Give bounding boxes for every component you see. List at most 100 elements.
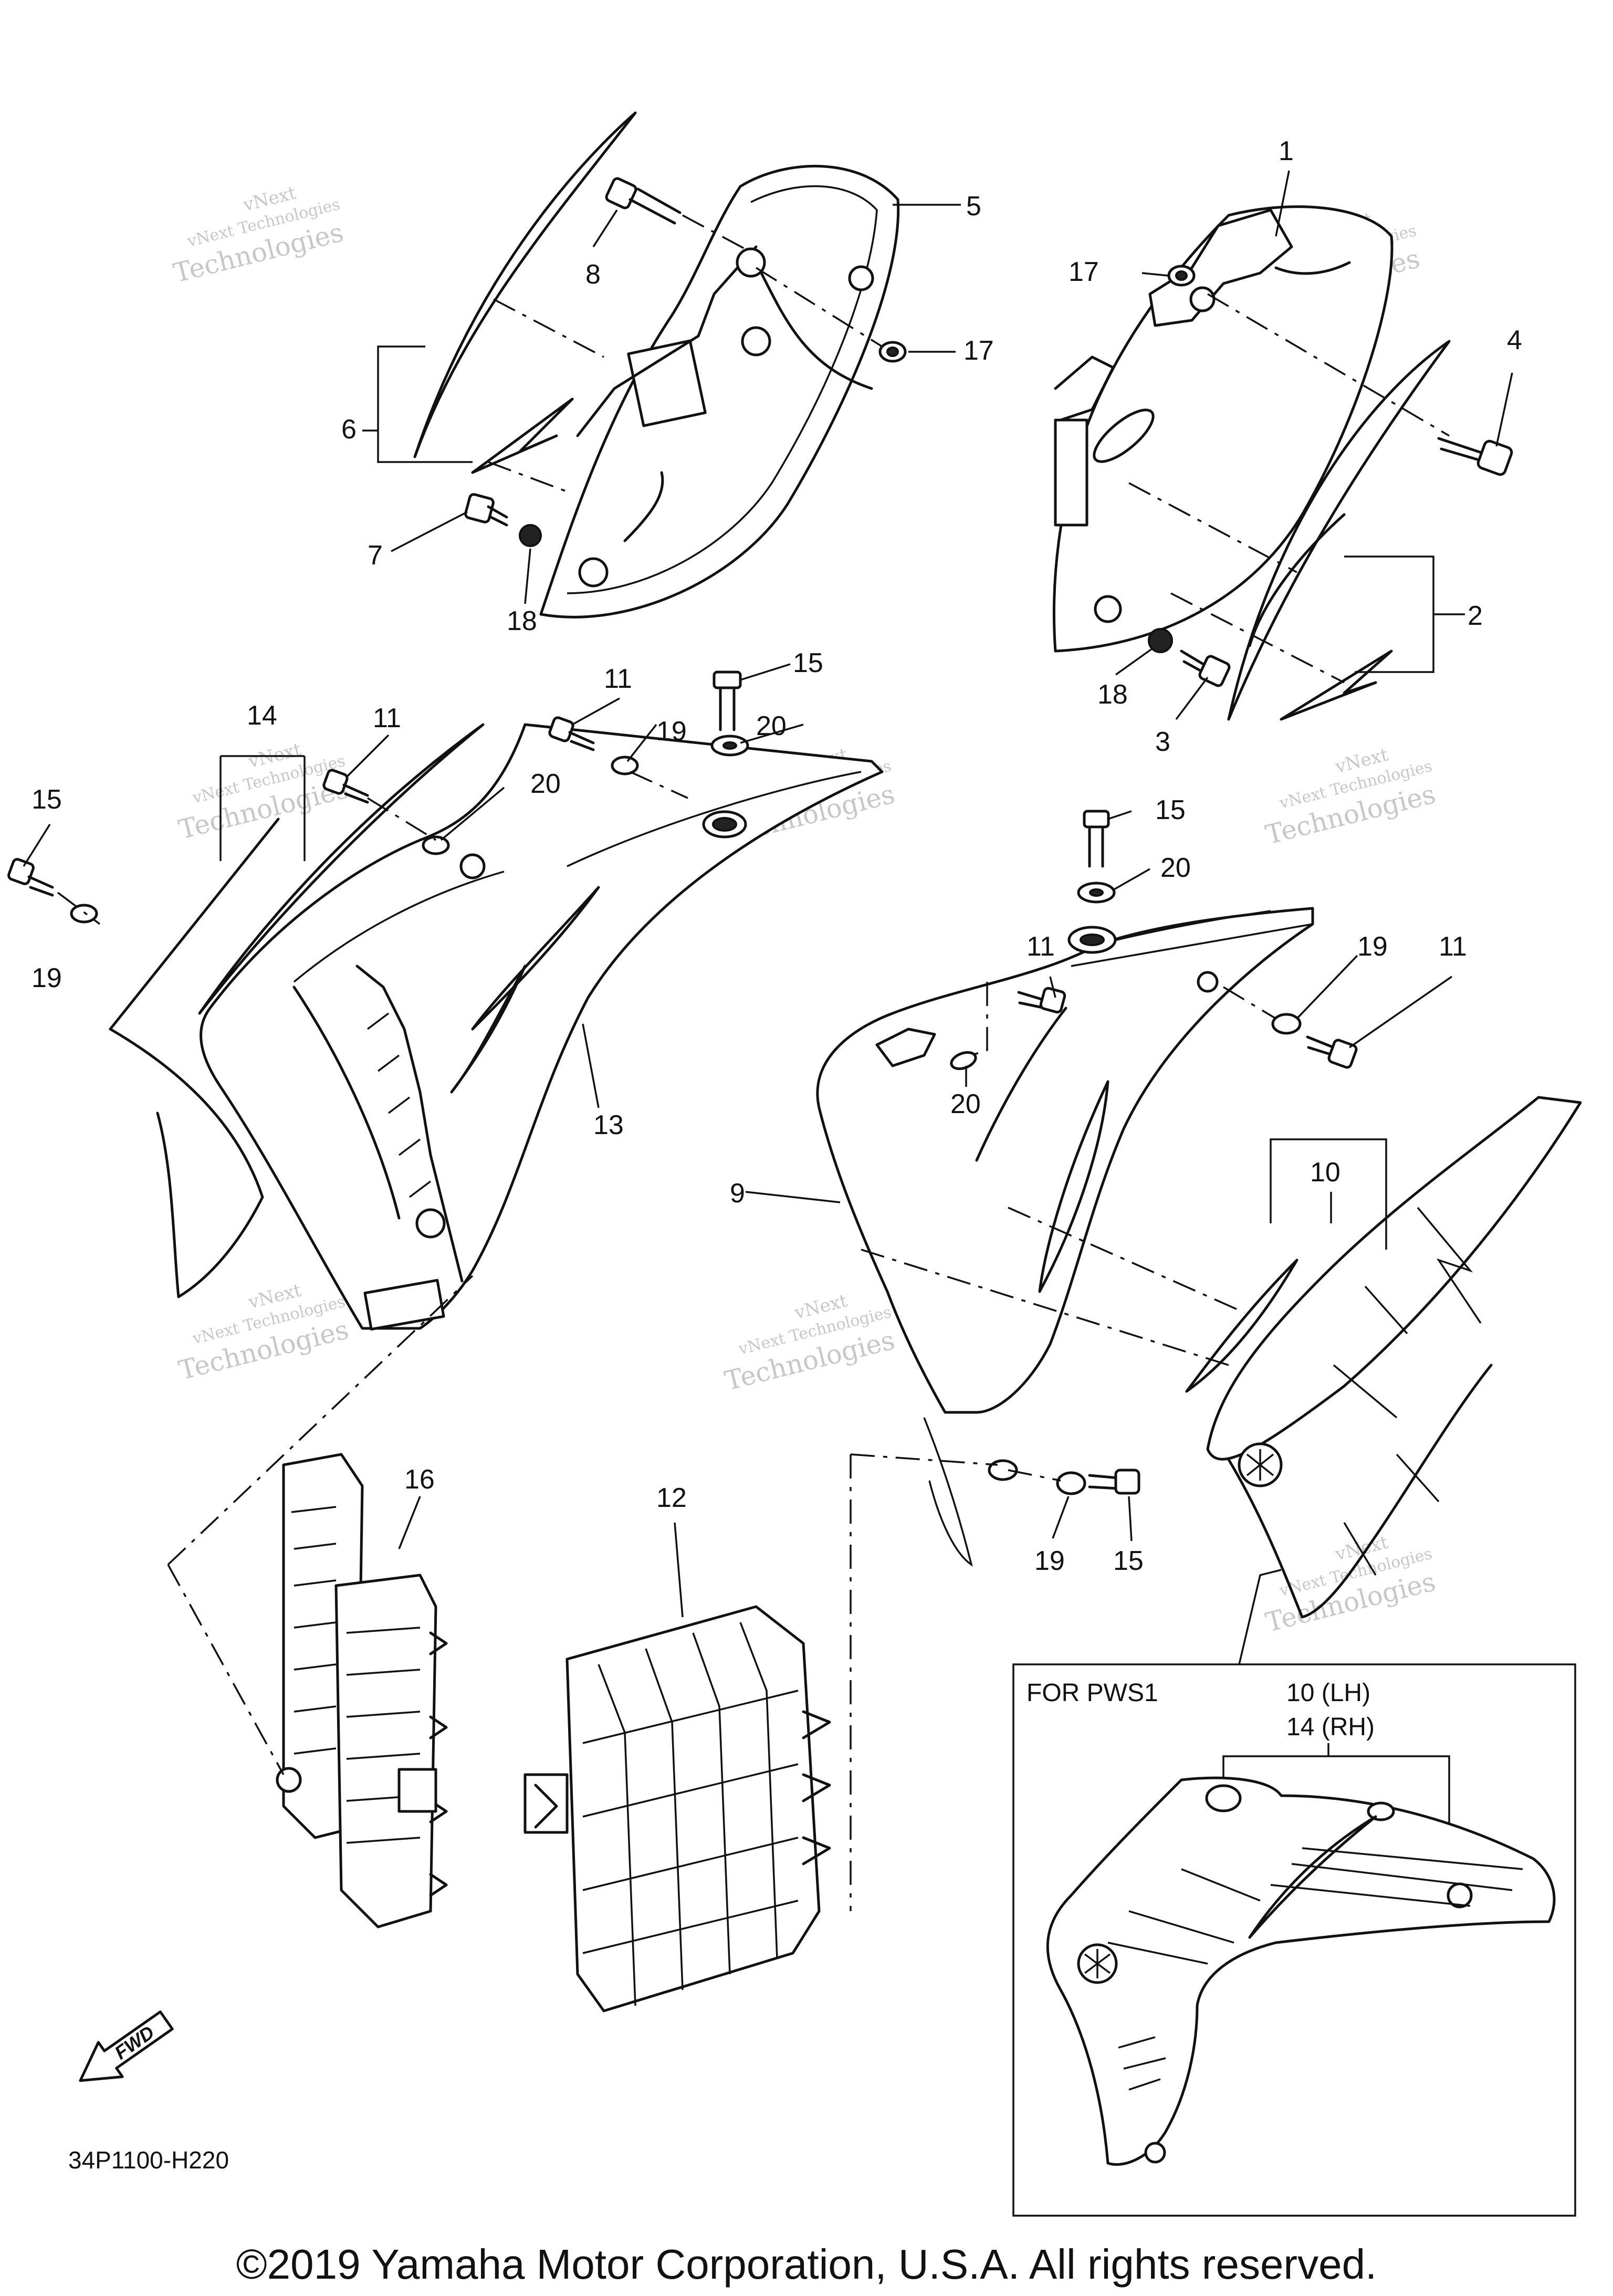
- graphic-6-tip: [471, 397, 574, 474]
- callout-15c: 15: [1155, 795, 1186, 825]
- guide-line: [488, 461, 573, 495]
- louver-12-slats: [582, 1690, 799, 1954]
- shroud-13-hole: [415, 1208, 446, 1239]
- shroud-13-foot: [363, 1278, 445, 1331]
- diagram-code: 34P1100-H220: [68, 2146, 229, 2174]
- callout-11d: 11: [1439, 931, 1467, 962]
- shroud-13-fin: [355, 964, 464, 1283]
- inset-label-rh: 14 (RH): [1286, 1713, 1375, 1741]
- graphic-2-tip: [1280, 649, 1393, 721]
- guide-line: [682, 214, 751, 253]
- inset-graphic-swoosh: [1248, 1815, 1377, 1939]
- side-cover-5-grommet: [736, 247, 766, 278]
- callout-4: 4: [1507, 325, 1522, 355]
- callout-10: 10: [1310, 1157, 1340, 1188]
- washer-20: [422, 835, 450, 855]
- bolt-11: [1017, 987, 1066, 1014]
- callout-15b: 15: [793, 648, 823, 678]
- bolt-15: [1088, 1469, 1140, 1495]
- guide-line: [630, 771, 688, 799]
- bolt-11: [322, 769, 369, 804]
- side-cover-5-slot: [623, 471, 664, 542]
- inset-title: FOR PWS1: [1027, 1679, 1158, 1707]
- watermark: vNext vNext Technologies Technologies: [1263, 744, 1439, 850]
- bolt-3: [1180, 649, 1231, 687]
- inset-mount: [1205, 1784, 1242, 1812]
- watermark: vNext vNext Technologies Technologies: [722, 1290, 898, 1396]
- guide-line: [1008, 1469, 1061, 1482]
- shroud-right-assembly: [816, 810, 1582, 1911]
- callout-11a: 11: [373, 703, 401, 733]
- shroud-13-rib: [366, 1012, 432, 1198]
- side-cover-5-rib: [760, 271, 873, 390]
- bolt-8: [605, 177, 682, 225]
- callout-2: 2: [1468, 601, 1483, 631]
- shroud-9-lower: [923, 1417, 973, 1567]
- callout-20c: 20: [1160, 853, 1191, 883]
- shroud-left-assembly: [7, 670, 884, 1331]
- washer-19: [611, 756, 639, 775]
- callout-19c: 19: [1357, 931, 1388, 962]
- inset-hole: [1144, 2142, 1166, 2164]
- callout-11b: 11: [604, 664, 632, 694]
- side-cover-1-tab-edge: [1054, 355, 1115, 422]
- inset-shroud: [1046, 1776, 1556, 2166]
- side-cover-1-curl: [1274, 261, 1351, 275]
- guide-line: [1008, 1207, 1245, 1314]
- shroud-13-louver: [450, 964, 527, 1094]
- bolt-15: [7, 858, 54, 897]
- inset-pws1: FOR PWS1 10 (LH) 14 (RH): [1012, 1569, 1576, 2217]
- shroud-13: [200, 723, 884, 1330]
- side-cover-left-assembly: [377, 111, 907, 618]
- watermark: vNext vNext Technologies Technologies: [171, 182, 347, 288]
- bolt-11: [548, 716, 595, 751]
- louver-16-hole: [276, 1767, 302, 1793]
- graphic-10-lower: [1227, 1364, 1493, 1619]
- shroud-9: [816, 907, 1314, 1414]
- inset-frame: [1012, 1663, 1576, 2217]
- guide-line: [167, 1564, 285, 1775]
- callout-6: 6: [341, 414, 357, 445]
- louver-16-teeth: [429, 1631, 448, 1897]
- callout-1: 1: [1279, 136, 1294, 166]
- guide-line: [850, 1453, 998, 1466]
- callout-18a: 18: [507, 606, 537, 636]
- graphic-10-decal: [1333, 1207, 1482, 1576]
- callout-3: 3: [1155, 727, 1170, 757]
- guide-line: [1223, 986, 1276, 1020]
- shroud-9-louver: [1038, 1080, 1109, 1293]
- inset-mount: [1367, 1801, 1395, 1821]
- side-cover-5-arm: [576, 245, 758, 437]
- bolt-11: [1306, 1035, 1358, 1069]
- shroud-13-inner: [293, 771, 862, 983]
- shroud-13-hole: [459, 853, 486, 879]
- guide-line: [971, 982, 988, 1056]
- callout-13: 13: [593, 1110, 624, 1140]
- inset-yamaha-logo-forks: [1084, 1949, 1111, 1978]
- callout-11c: 11: [1027, 931, 1055, 962]
- side-cover-right-assembly: [1052, 205, 1513, 721]
- guide-line: [367, 797, 436, 841]
- callouts: 1 2 3 4 5 6 7 8 9 10 11 11 11 11 12 13 1…: [32, 136, 1522, 1576]
- guide-line: [1170, 592, 1345, 684]
- callout-19b: 19: [32, 963, 62, 993]
- guide-line: [1128, 482, 1297, 573]
- callout-20a: 20: [530, 769, 561, 799]
- inset-graphic-stripes: [1107, 1847, 1523, 1965]
- side-cover-5-hole: [741, 326, 771, 357]
- callout-5: 5: [966, 191, 981, 222]
- graphic-2: [1227, 340, 1451, 721]
- side-cover-5-hole: [578, 557, 609, 588]
- bracket-6: [377, 345, 473, 463]
- shroud-9-tab: [875, 1028, 936, 1067]
- callout-19a: 19: [656, 716, 687, 747]
- bracket-10: [1270, 1138, 1387, 1250]
- yamaha-logo-forks: [1246, 1449, 1274, 1481]
- side-cover-5-bracket: [627, 339, 707, 427]
- callout-18b: 18: [1097, 679, 1128, 710]
- bracket-14: [219, 755, 306, 861]
- louver-12-body: [565, 1605, 821, 2012]
- side-cover-1-hole: [1189, 286, 1216, 312]
- inset-label-lh: 10 (LH): [1286, 1679, 1370, 1707]
